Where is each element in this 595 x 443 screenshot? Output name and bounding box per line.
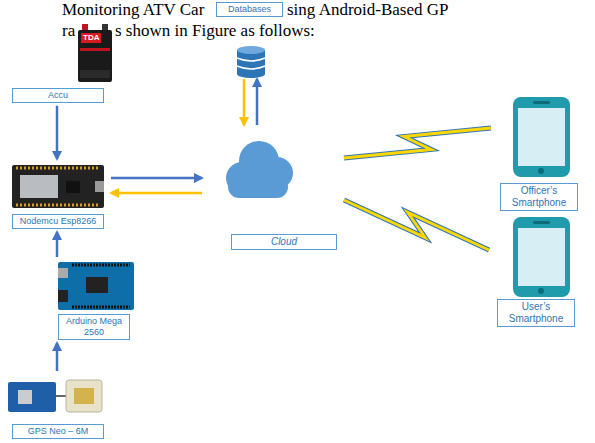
data-arrow xyxy=(111,193,202,194)
nodemcu-board xyxy=(12,165,104,208)
arduino-board xyxy=(72,264,130,267)
data-arrow xyxy=(56,343,59,371)
database-icon xyxy=(237,66,265,69)
gps-module xyxy=(8,380,102,412)
node-label: User’s Smartphone xyxy=(500,301,572,325)
smartphone-icon xyxy=(518,228,565,286)
data-arrow xyxy=(244,79,245,125)
node-label: Accu xyxy=(15,90,101,101)
node-label: Officer’s Smartphone xyxy=(503,185,575,209)
data-arrow xyxy=(111,178,202,179)
data-arrow xyxy=(57,343,58,371)
brand-logo: TDA xyxy=(81,33,101,43)
nodemcu-board xyxy=(12,165,104,208)
gps-module xyxy=(8,382,56,412)
battery-image xyxy=(78,24,112,82)
database-icon xyxy=(237,58,265,61)
sensor-node: GPS Neo – 6M xyxy=(5,374,112,441)
nodemcu-board xyxy=(95,181,104,192)
database-icon xyxy=(237,46,265,54)
wireless-link xyxy=(344,128,491,158)
data-arrow xyxy=(257,79,258,125)
board-node: Arduino Mega 2560 xyxy=(52,260,138,340)
wireless-link xyxy=(344,200,489,250)
gps-module xyxy=(18,390,32,404)
data-arrow xyxy=(243,79,246,125)
database-node: Databases xyxy=(216,2,283,76)
smartphone-icon xyxy=(513,217,570,297)
data-arrow xyxy=(111,192,202,195)
data-arrow xyxy=(111,177,202,180)
battery-image xyxy=(78,30,112,82)
wireless-link xyxy=(344,128,491,158)
gps-module xyxy=(74,388,94,404)
label-box: Accu xyxy=(12,88,104,103)
node-label: Databases xyxy=(219,4,280,15)
battery-node: Accu xyxy=(12,22,112,103)
phone-node: User’s Smartphone xyxy=(493,215,582,327)
data-arrow xyxy=(57,232,58,257)
smartphone-icon xyxy=(513,97,570,177)
nodemcu-board xyxy=(16,167,100,170)
arduino-board xyxy=(58,268,68,278)
label-box: User’s Smartphone xyxy=(497,299,575,327)
battery-image xyxy=(80,48,110,51)
label-box: Databases xyxy=(216,2,283,17)
data-arrow xyxy=(56,232,59,257)
cloud-icon xyxy=(226,141,293,198)
battery-image xyxy=(80,70,110,78)
data-arrow xyxy=(57,106,58,159)
battery-image xyxy=(82,24,88,31)
arduino-board xyxy=(58,290,68,302)
wireless-link xyxy=(344,128,491,158)
nodemcu-board xyxy=(16,204,100,207)
smartphone-icon xyxy=(513,97,570,177)
page-text: Monitoring ATV Car xyxy=(62,0,204,20)
smartphone-icon xyxy=(513,217,570,297)
node-label: Cloud xyxy=(234,236,334,248)
page-text: s shown in Figure as follows: xyxy=(115,21,315,41)
cloud-icon xyxy=(228,176,288,198)
page-text: ra xyxy=(62,21,75,41)
gps-module xyxy=(66,380,102,412)
wireless-link xyxy=(344,200,489,250)
data-arrow xyxy=(256,79,259,125)
nodemcu-board xyxy=(66,181,80,193)
smartphone-icon xyxy=(533,221,550,224)
data-arrow xyxy=(56,106,59,159)
label-box: Cloud xyxy=(231,234,337,250)
arduino-board xyxy=(86,277,108,293)
node-label: Arduino Mega 2560 xyxy=(61,316,127,338)
arduino-board xyxy=(58,262,134,310)
smartphone-icon xyxy=(538,288,544,294)
label-box: Arduino Mega 2560 xyxy=(58,314,130,340)
label-box: Nodemcu Esp8266 xyxy=(12,214,104,229)
smartphone-icon xyxy=(518,108,565,166)
board-node: Nodemcu Esp8266 xyxy=(8,162,108,229)
wireless-link xyxy=(344,200,489,250)
battery-image xyxy=(102,24,108,31)
node-label: GPS Neo – 6M xyxy=(15,426,101,437)
arduino-board xyxy=(72,306,130,309)
smartphone-icon xyxy=(538,168,544,174)
database-icon xyxy=(237,46,265,78)
label-box: GPS Neo – 6M xyxy=(12,424,104,439)
nodemcu-board xyxy=(20,175,58,198)
database-icon xyxy=(237,70,265,78)
cloud-node: Cloud xyxy=(205,128,340,256)
smartphone-icon xyxy=(533,101,550,104)
gps-module xyxy=(56,395,66,397)
page-text: sing Android-Based GP xyxy=(287,0,449,20)
node-label: Nodemcu Esp8266 xyxy=(15,216,101,227)
arduino-board xyxy=(58,262,134,310)
label-box: Officer’s Smartphone xyxy=(500,183,578,211)
phone-node: Officer’s Smartphone xyxy=(495,95,582,212)
